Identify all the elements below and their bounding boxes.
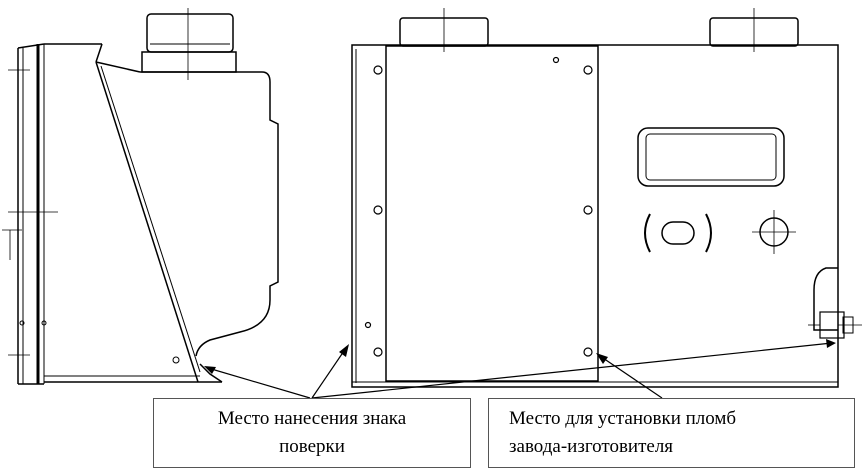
- manufacturer-seal-line1: Место для установки пломб: [509, 408, 737, 429]
- leader-lines: [204, 339, 836, 399]
- manufacturer-seal-label: Место для установки пломб завода-изготов…: [488, 398, 855, 468]
- verification-mark-line1: Место нанесения знака: [217, 408, 407, 429]
- side-connector: [808, 267, 862, 339]
- verification-mark-label: Место нанесения знака поверки: [153, 398, 471, 468]
- front-view: [351, 8, 862, 388]
- wireless-button: [644, 213, 712, 253]
- panel-screws: [364, 56, 593, 357]
- side-view: [2, 8, 279, 385]
- side-screw: [172, 356, 180, 364]
- side-fitting-neck: [141, 51, 237, 73]
- display-window: [637, 127, 785, 187]
- manufacturer-seal-line2: завода-изготовителя: [509, 436, 674, 457]
- front-body: [351, 44, 839, 388]
- side-slanted-face: [95, 61, 199, 383]
- verification-mark-line2: поверки: [279, 436, 345, 457]
- front-cover-panel: [385, 45, 599, 382]
- side-fitting-cap: [146, 13, 234, 53]
